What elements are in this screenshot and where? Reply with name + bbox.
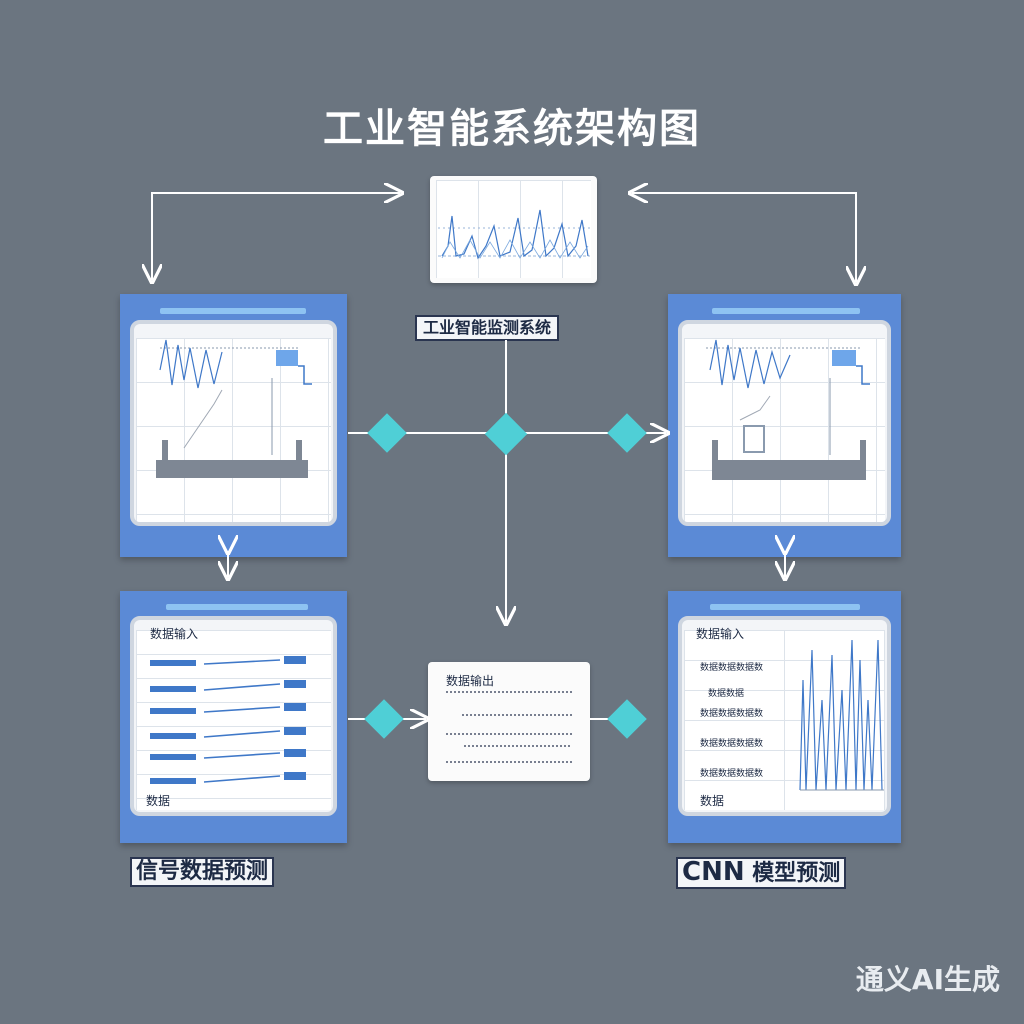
bottom-right-row: 数据数据数据数 xyxy=(700,769,764,779)
module-bottom-right-grid xyxy=(684,630,885,810)
bottom-right-panel-footer: 数据 xyxy=(700,794,725,808)
module-bottom-left-tab xyxy=(166,604,308,610)
cnn-label-suffix: 模型预测 xyxy=(752,861,841,886)
bottom-left-panel-header: 数据输入 xyxy=(150,627,199,641)
top-left-signal-drawing xyxy=(156,339,312,478)
module-top-left-tab xyxy=(160,308,306,314)
top-signal-card xyxy=(430,176,597,283)
bottom-right-row: 数据数据数据数 xyxy=(700,739,764,749)
module-top-left-grid xyxy=(136,338,331,522)
diamond-node xyxy=(367,413,407,453)
module-top-right-tab xyxy=(712,308,860,314)
diamond-node xyxy=(484,412,528,456)
top-signal-grid xyxy=(436,180,591,278)
module-top-right-grid xyxy=(684,338,885,522)
diamond-node xyxy=(607,699,647,739)
diamond-node xyxy=(607,413,647,453)
arrow-top-right-loop xyxy=(632,193,857,280)
module-top-left-panel xyxy=(130,320,337,526)
bottom-left-panel-footer: 数据 xyxy=(146,794,171,808)
top-signal-wave xyxy=(438,209,590,260)
top-center-label: 工业智能监测系统 xyxy=(415,315,560,341)
output-card-lines xyxy=(446,691,574,763)
output-card-header: 数据输出 xyxy=(446,674,495,688)
watermark: 通义AI生成 xyxy=(855,963,1000,996)
bottom-right-panel-header: 数据输入 xyxy=(696,627,745,641)
output-card xyxy=(428,662,590,781)
bottom-right-spike-chart xyxy=(799,639,884,791)
bottom-right-row: 数据数据数据数 xyxy=(700,663,764,673)
bottom-left-row-markers xyxy=(150,656,306,784)
bottom-left-signal-lines xyxy=(203,659,281,783)
cnn-label-prefix: CNN xyxy=(682,857,745,887)
bottom-right-label: CNN 模型预测 xyxy=(676,857,847,889)
module-bottom-right-tab xyxy=(710,604,860,610)
arrow-top-left-loop xyxy=(151,193,400,280)
bottom-right-row: 数据数据数据数 xyxy=(700,709,764,719)
bottom-left-label: 信号数据预测 xyxy=(130,857,275,887)
diamond-node xyxy=(364,699,404,739)
bottom-right-row: 数据数据 xyxy=(708,689,745,699)
diagram-title: 工业智能系统架构图 xyxy=(323,106,701,152)
top-right-signal-drawing xyxy=(706,339,870,480)
